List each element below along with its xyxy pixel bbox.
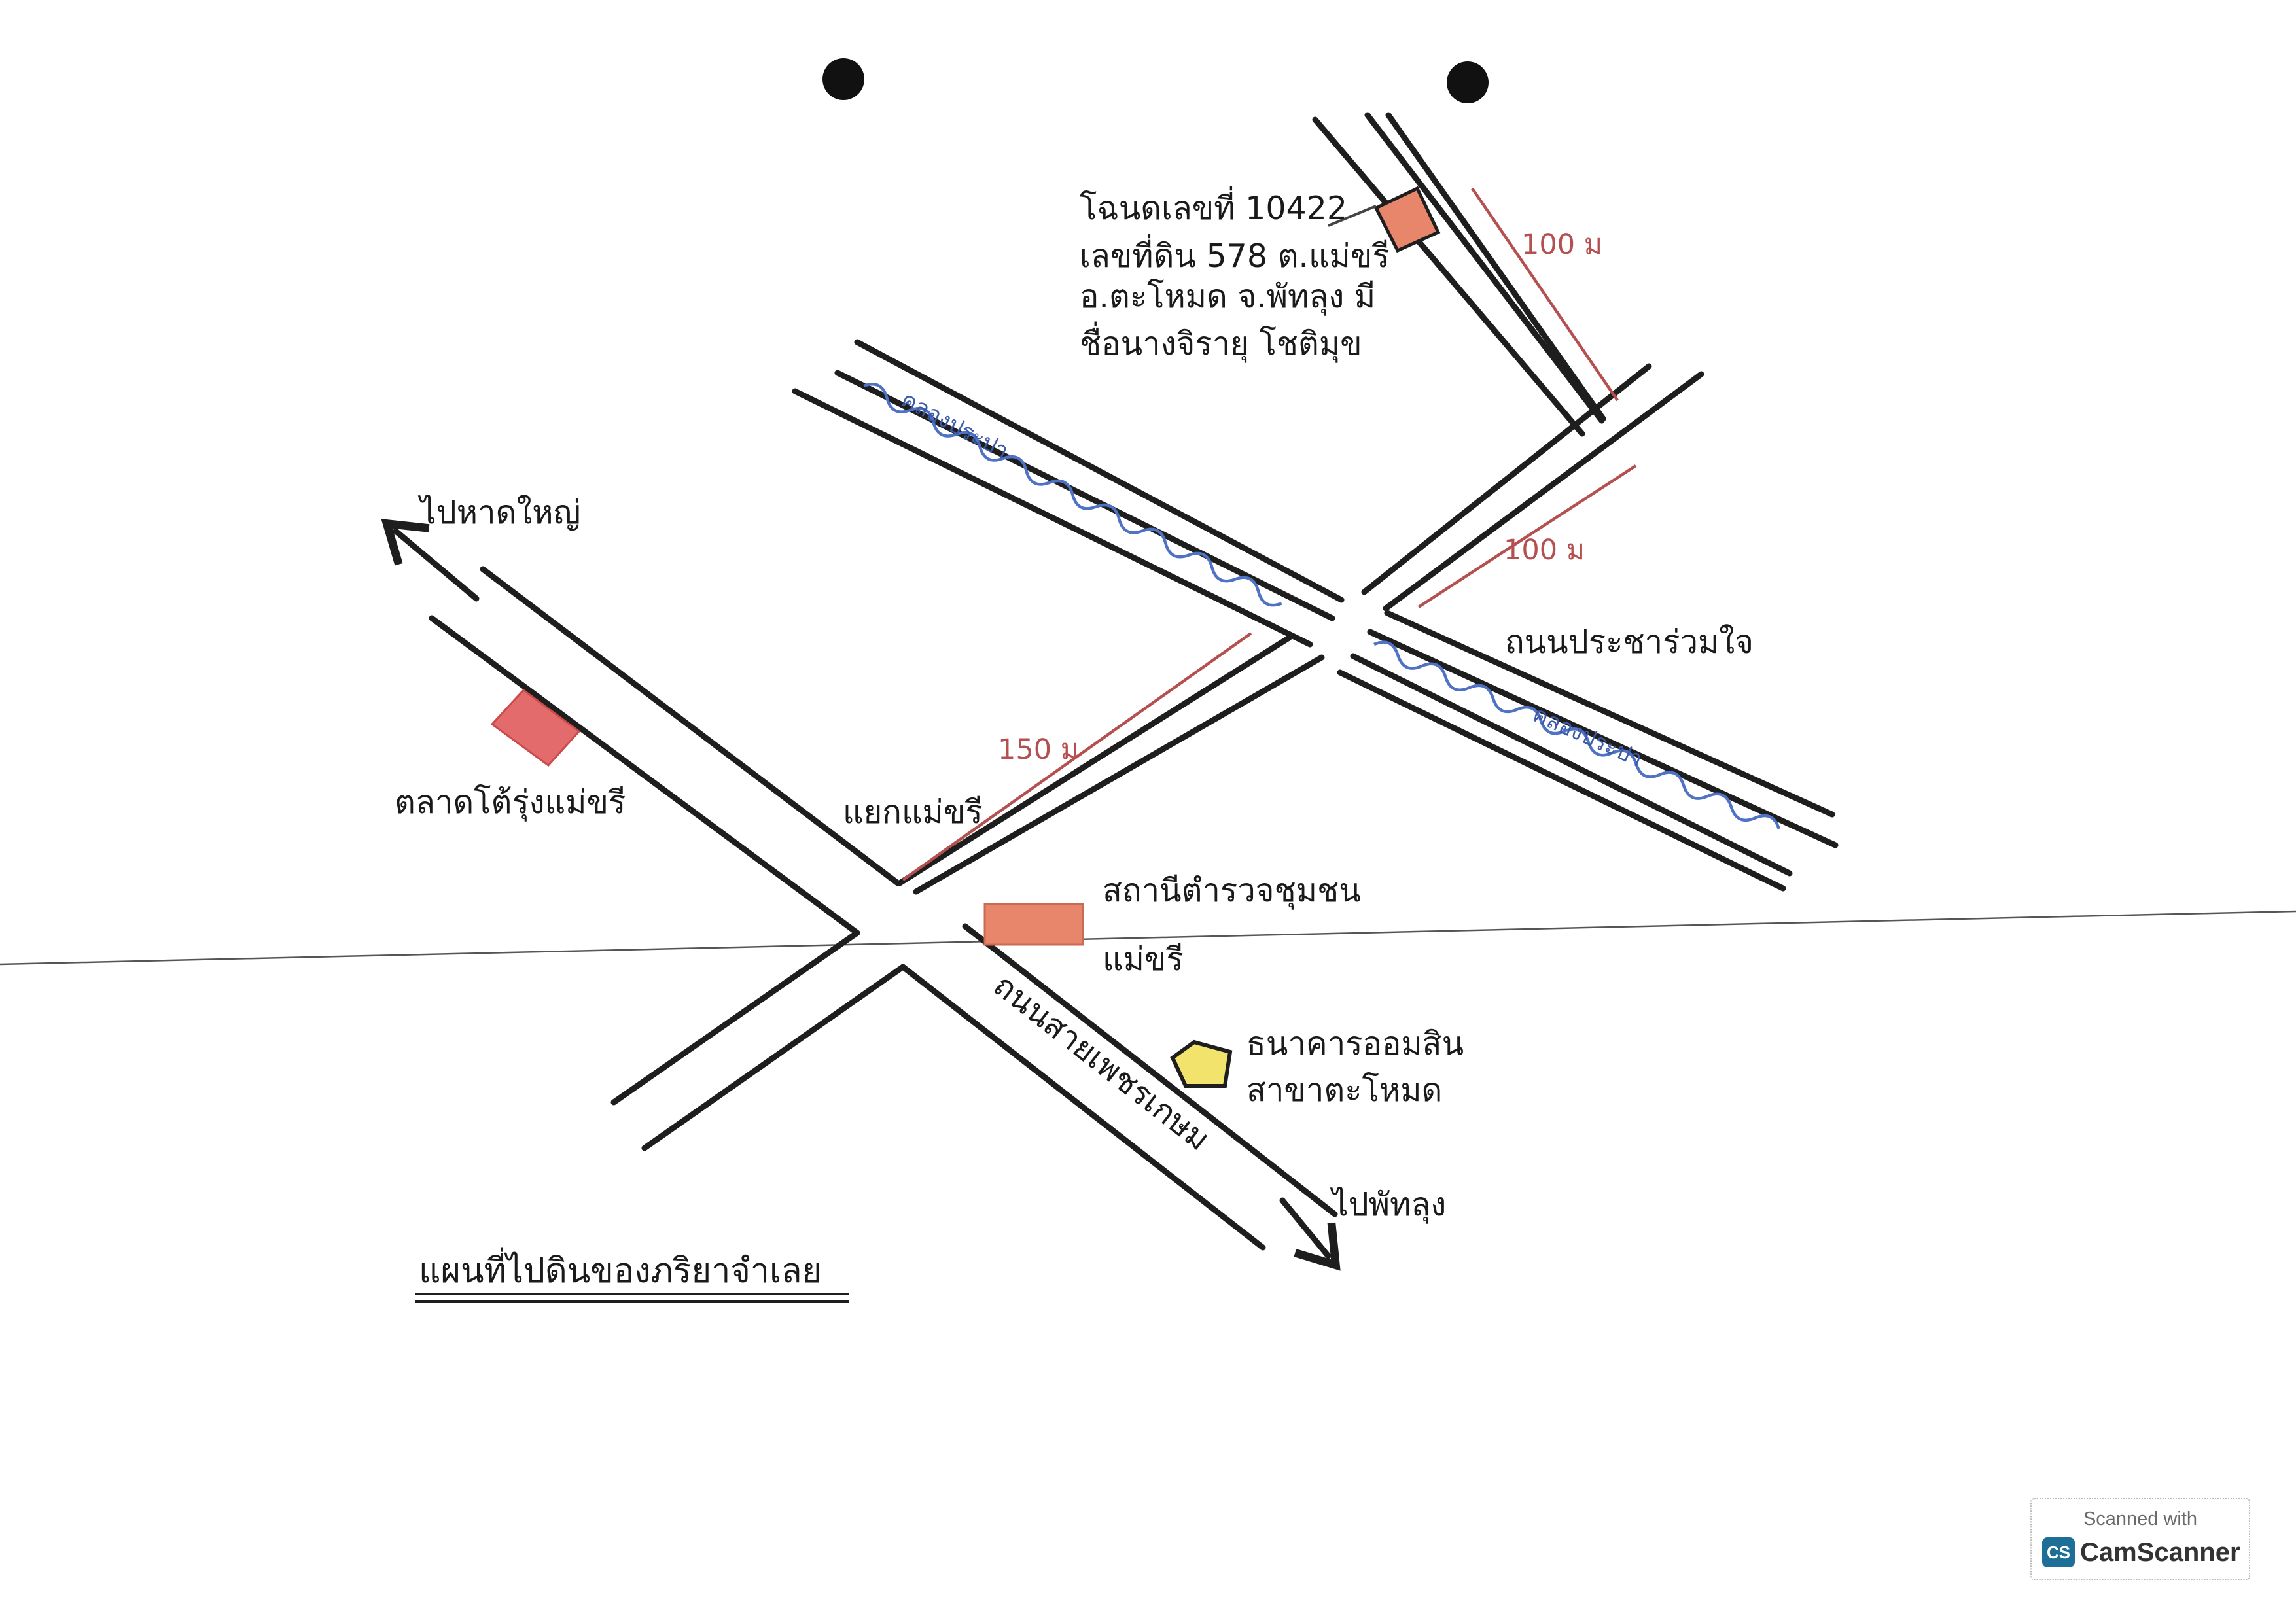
pracha-ruam-chai-road bbox=[792, 339, 1839, 892]
link-road-continuation-left bbox=[1361, 363, 1652, 595]
distance-markers bbox=[902, 187, 1637, 881]
scan-artifacts bbox=[0, 58, 2296, 966]
spur-road bbox=[1312, 112, 1606, 437]
cross-road-edge-1-east bbox=[1384, 610, 1835, 818]
spur-road-edge-mid bbox=[1364, 112, 1605, 424]
bank-marker bbox=[1170, 1039, 1233, 1088]
distance-line-link bbox=[902, 632, 1252, 881]
direction-label-phatthalung: ไปพัทลุง bbox=[1330, 1186, 1446, 1224]
link-road-continuation-right bbox=[1383, 371, 1704, 612]
link-road-edge-right-upper bbox=[913, 654, 1325, 895]
punch-hole-right bbox=[1447, 61, 1489, 103]
canal-label-lower: คลองประปา bbox=[1528, 701, 1646, 773]
canal-lower-wave bbox=[1373, 640, 1780, 829]
bank-label-line2: สาขาตะโหมด bbox=[1246, 1072, 1442, 1109]
plot-marker bbox=[1373, 186, 1441, 253]
link-road bbox=[610, 363, 1704, 1151]
police-station-marker bbox=[983, 903, 1084, 946]
arrow-to-phatthalung bbox=[1279, 1197, 1341, 1271]
market-label: ตลาดโต้รุ่งแม่ขรี bbox=[395, 784, 626, 822]
camscanner-name: CamScanner bbox=[2080, 1538, 2240, 1567]
distance-label-link: 150 ม bbox=[998, 733, 1079, 766]
distance-line-cross bbox=[1417, 464, 1637, 608]
canal-upper-wave bbox=[863, 383, 1282, 607]
police-label-line1: สถานีตำรวจชุมชน bbox=[1103, 872, 1361, 910]
main-road bbox=[381, 519, 1341, 1271]
direction-label-hat-yai: ไปหาดใหญ่ bbox=[417, 494, 580, 531]
plot-leader-line bbox=[1328, 205, 1377, 227]
police-label-line2: แม่ขรี bbox=[1103, 941, 1184, 978]
plot-label-line2: เลขที่ดิน 578 ต.แม่ขรี bbox=[1080, 234, 1390, 275]
main-road-edge-outer-nw bbox=[429, 615, 860, 936]
scanned-with-text: Scanned with bbox=[2083, 1509, 2198, 1529]
link-road-edge-right-lower bbox=[641, 964, 906, 1151]
market-marker bbox=[490, 688, 581, 767]
distance-label-plot: 100 ม bbox=[1521, 228, 1602, 261]
distance-line-plot bbox=[1471, 187, 1619, 402]
link-road-edge-left-lower bbox=[610, 930, 860, 1106]
punch-hole-left bbox=[822, 58, 864, 100]
spur-road-edge-left bbox=[1312, 116, 1585, 437]
map-title-text: แผนที่ไปดินของภริยาจำเลย bbox=[419, 1247, 822, 1291]
main-road-edge-inner-se bbox=[962, 923, 1338, 1217]
page-fold-line bbox=[0, 910, 2296, 966]
camscanner-watermark: Scanned with CS CamScanner bbox=[2030, 1498, 2250, 1580]
map-title: แผนที่ไปดินของภริยาจำเลย bbox=[415, 1247, 849, 1303]
main-road-edge-outer-se bbox=[900, 964, 1266, 1251]
cross-road-edge-4-east bbox=[1337, 669, 1786, 892]
link-road-edge-left-upper bbox=[896, 635, 1292, 886]
camscanner-logo-icon: CS bbox=[2042, 1537, 2075, 1567]
arrow-to-hat-yai bbox=[381, 519, 480, 602]
distance-label-cross: 100 ม bbox=[1504, 534, 1585, 567]
cross-road-edge-2-east bbox=[1367, 629, 1839, 848]
cross-road-edge-1-west bbox=[854, 339, 1345, 603]
plot-label-line3: อ.ตะโหมด จ.พัทลุง มี bbox=[1080, 278, 1375, 316]
cross-road-label: ถนนประชาร่วมใจ bbox=[1505, 623, 1754, 661]
cross-road-edge-3-east bbox=[1350, 653, 1793, 877]
bank-label-line1: ธนาคารออมสิน bbox=[1246, 1025, 1464, 1062]
landmarks bbox=[490, 186, 1441, 1088]
plot-label-line4: ชื่อนางจิรายุ โชติมุข bbox=[1080, 321, 1362, 363]
spur-road-edge-right bbox=[1385, 112, 1606, 422]
main-road-edge-inner-nw bbox=[480, 566, 901, 886]
junction-label: แยกแม่ขรี bbox=[843, 794, 983, 831]
plot-label-line1: โฉนดเลขที่ 10422 bbox=[1080, 186, 1347, 227]
cross-road-edge-3-west bbox=[792, 388, 1313, 648]
